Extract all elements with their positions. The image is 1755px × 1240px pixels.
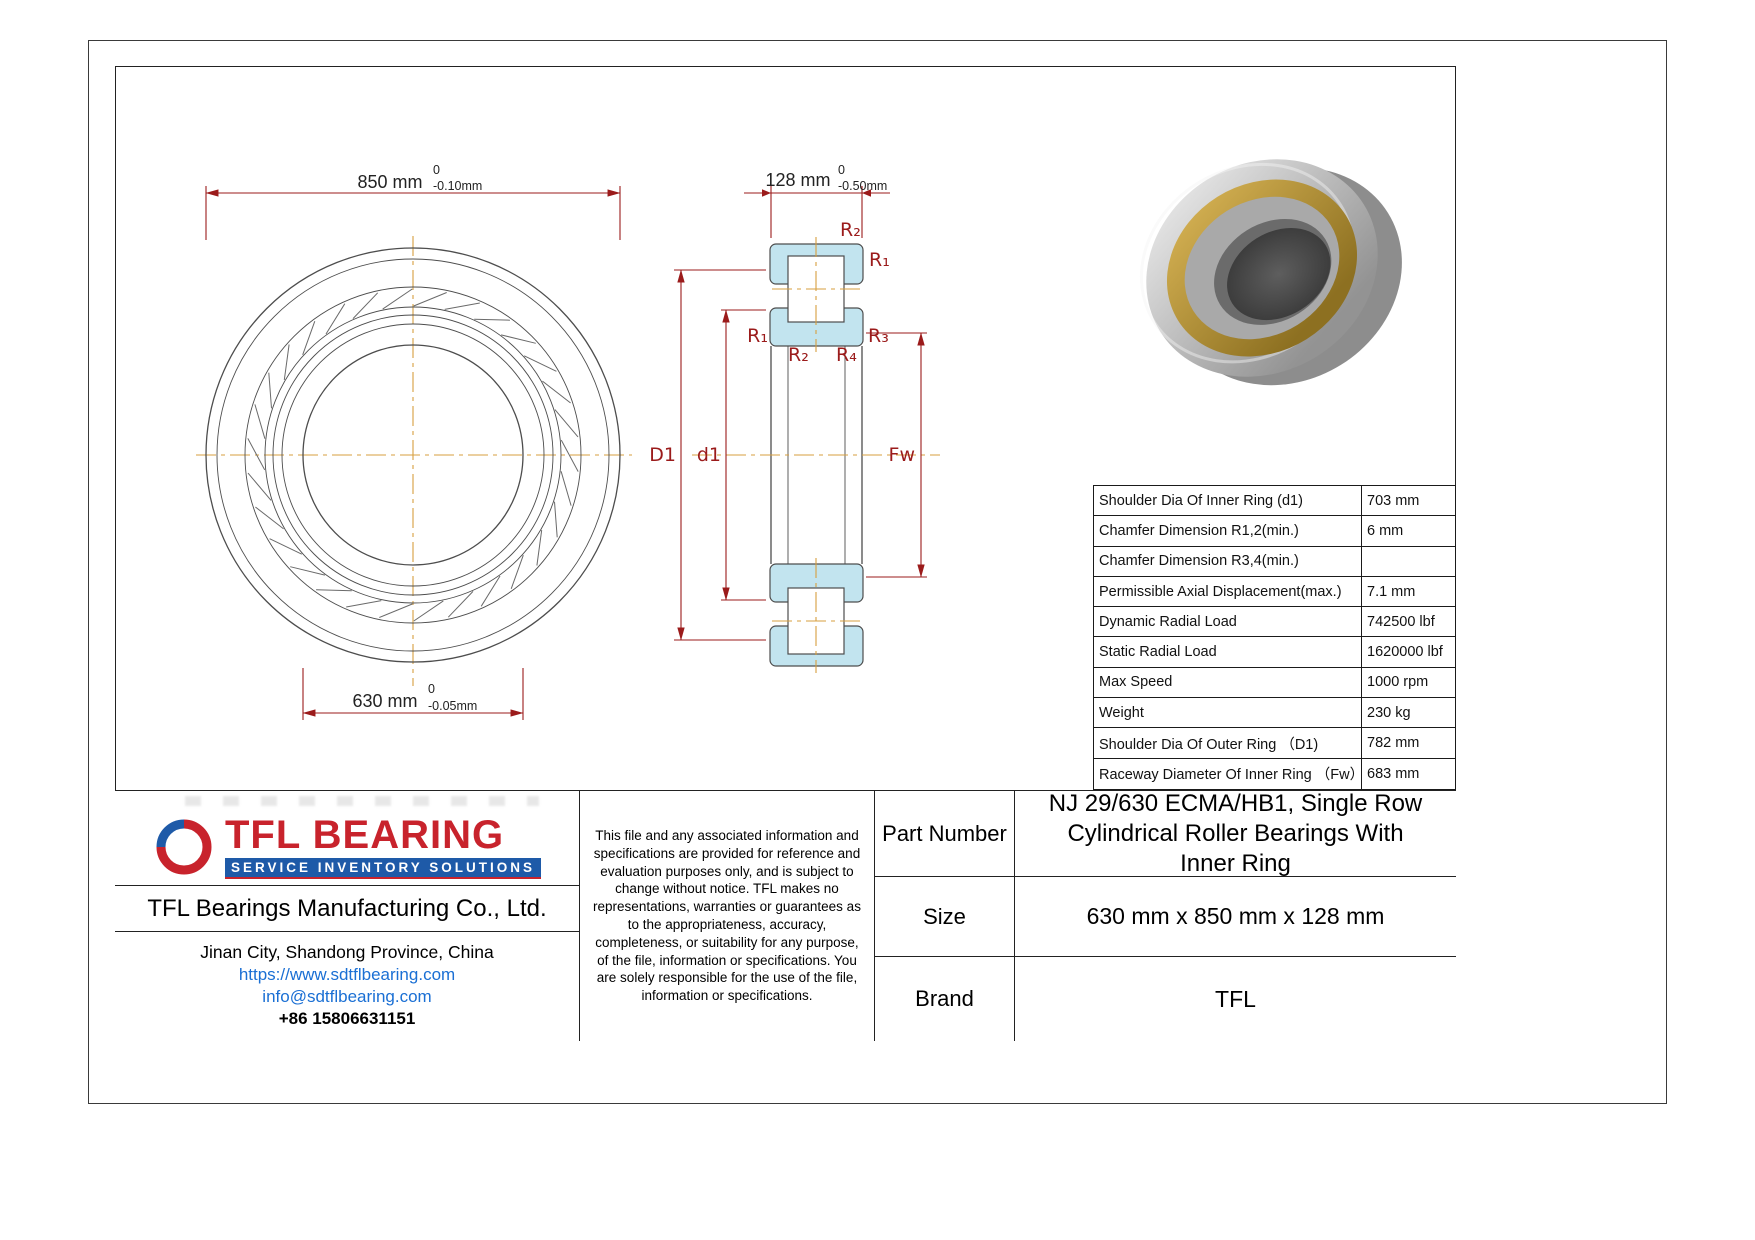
email-link[interactable]: info@sdtflbearing.com (262, 986, 432, 1006)
logo-cell: TFL BEARING SERVICE INVENTORY SOLUTIONS (115, 791, 579, 886)
spec-value: 703 mm (1362, 486, 1455, 517)
logo-text: TFL BEARING SERVICE INVENTORY SOLUTIONS (224, 813, 542, 879)
spec-label: Max Speed (1094, 667, 1362, 699)
dim-outer-text: 850 mm (357, 172, 422, 192)
spec-label: Chamfer Dimension R1,2(min.) (1094, 516, 1362, 547)
part-number-label: Part Number (875, 791, 1015, 876)
dim-outer-diameter: 850 mm 0 -0.10mm (205, 163, 621, 240)
label-D1: D1 (649, 444, 676, 466)
dim-fw: Fw (866, 332, 927, 578)
dim-width: 128 mm 0 -0.50mm (744, 163, 890, 238)
section-view-drawing (692, 237, 940, 673)
dim-bore-tol-upper: 0 (428, 682, 435, 696)
faint-print-marks (185, 796, 539, 806)
part-number-value: NJ 29/630 ECMA/HB1, Single Row Cylindric… (1048, 789, 1423, 877)
spec-value: 230 kg (1362, 698, 1455, 729)
spec-table: Shoulder Dia Of Inner Ring (d1) 703 mm C… (1093, 485, 1456, 790)
label-R2-top: R₂ (840, 219, 861, 241)
contact-info: Jinan City, Shandong Province, China htt… (115, 932, 579, 1038)
company-address: Jinan City, Shandong Province, China (200, 941, 494, 962)
spec-label: Weight (1094, 698, 1362, 729)
spec-label: Shoulder Dia Of Inner Ring (d1) (1094, 486, 1362, 517)
bearing-3d-render (1139, 159, 1402, 386)
company-section: TFL BEARING SERVICE INVENTORY SOLUTIONS … (115, 791, 580, 1041)
label-d1: d1 (697, 444, 721, 466)
spec-value: 1620000 lbf (1362, 637, 1455, 668)
spec-value: 1000 rpm (1362, 668, 1455, 699)
spec-label: Chamfer Dimension R3,4(min.) (1094, 546, 1362, 577)
disclaimer-cell: This file and any associated information… (580, 791, 875, 1041)
front-view-drawing (196, 236, 632, 686)
dim-width-tol-lower: -0.50mm (838, 179, 887, 193)
label-R1-right: R₁ (869, 249, 890, 271)
spec-value: 742500 lbf (1362, 607, 1455, 638)
size-value: 630 mm x 850 mm x 128 mm (1086, 903, 1385, 930)
cage-inner-circle (264, 306, 562, 604)
company-name: TFL Bearings Manufacturing Co., Ltd. (115, 886, 579, 932)
dim-d1-inner: d1 (697, 309, 766, 601)
chamfer-labels: R₂ R₁ R₁ R₂ R₃ R₄ (747, 219, 890, 366)
spec-value: 782 mm (1362, 728, 1455, 759)
spec-label: Raceway Diameter Of Inner Ring （Fw） (1094, 758, 1362, 789)
tfl-logo-mark (156, 819, 212, 875)
logo-wordmark: TFL BEARING (224, 813, 505, 857)
inner-raceway-circle (272, 314, 554, 596)
dim-width-text: 128 mm (765, 170, 830, 190)
label-Fw: Fw (889, 444, 915, 466)
spec-label: Dynamic Radial Load (1094, 607, 1362, 638)
label-R4-bottom: R₄ (836, 344, 857, 366)
brand-value: TFL (1215, 985, 1256, 1012)
outer-ring-od-circle (205, 247, 621, 663)
cage-outer-circle (244, 286, 582, 624)
label-R1-left: R₁ (747, 325, 768, 347)
outer-ring-circle (216, 258, 610, 652)
label-R2-bottom: R₂ (788, 344, 809, 366)
spec-value: 7.1 mm (1362, 577, 1455, 608)
phone-number: +86 15806631151 (278, 1008, 416, 1028)
size-row: Size 630 mm x 850 mm x 128 mm (875, 876, 1456, 956)
size-label: Size (875, 877, 1015, 956)
spec-label: Permissible Axial Displacement(max.) (1094, 576, 1362, 608)
spec-label: Shoulder Dia Of Outer Ring （D1) (1094, 728, 1362, 759)
logo-tagline: SERVICE INVENTORY SOLUTIONS (224, 858, 542, 879)
spec-value: 6 mm (1362, 516, 1455, 547)
spec-value (1362, 547, 1455, 577)
tfl-logo: TFL BEARING SERVICE INVENTORY SOLUTIONS (153, 813, 542, 879)
disclaimer-text: This file and any associated information… (593, 827, 861, 1004)
dim-outer-tol-lower: -0.10mm (433, 179, 482, 193)
brand-label: Brand (875, 957, 1015, 1041)
website-link[interactable]: https://www.sdtflbearing.com (238, 964, 456, 984)
inner-ring-circle (281, 323, 545, 587)
dim-width-tol-upper: 0 (838, 163, 845, 177)
roller-hatch-marks (247, 288, 579, 622)
dim-outer-tol-upper: 0 (433, 163, 440, 177)
part-info-section: Part Number NJ 29/630 ECMA/HB1, Single R… (875, 789, 1456, 1041)
bore-circle (302, 344, 524, 566)
dim-bore-tol-lower: -0.05mm (428, 699, 477, 713)
part-number-row: Part Number NJ 29/630 ECMA/HB1, Single R… (875, 789, 1456, 877)
dim-bore-text: 630 mm (352, 691, 417, 711)
label-R3-right: R₃ (868, 325, 889, 347)
outer-border-frame (88, 40, 1667, 1104)
dim-d1-outer: D1 (649, 269, 766, 641)
spec-value: 683 mm (1367, 765, 1420, 782)
dim-bore-diameter: 630 mm 0 -0.05mm (302, 668, 524, 720)
brand-row: Brand TFL (875, 956, 1456, 1041)
title-block: TFL BEARING SERVICE INVENTORY SOLUTIONS … (115, 789, 1456, 1041)
spec-label: Static Radial Load (1094, 637, 1362, 668)
